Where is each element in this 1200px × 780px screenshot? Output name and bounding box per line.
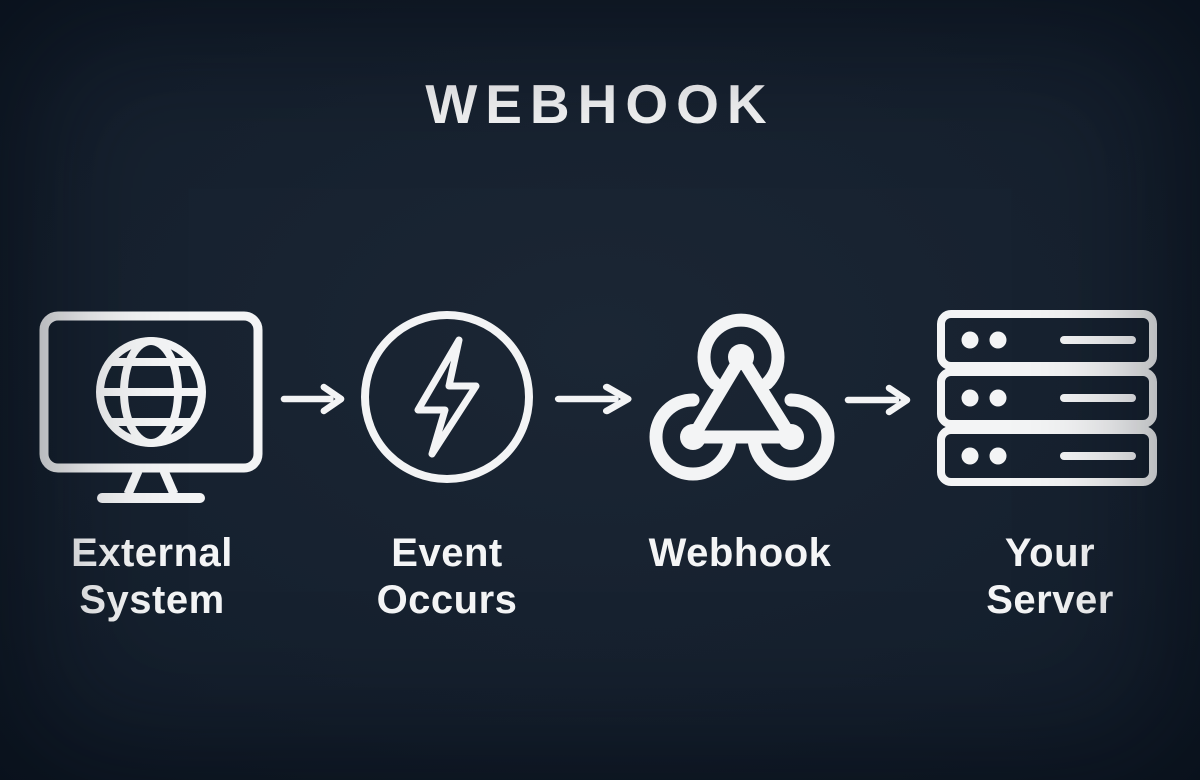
step-label-line: External: [71, 531, 233, 575]
arrow-right-icon: [844, 382, 914, 418]
arrow-right-icon: [280, 381, 348, 417]
step-label-event-occurs: Event Occurs: [297, 530, 597, 624]
step-label-your-server: Your Server: [900, 530, 1200, 624]
arrow-right-icon: [554, 381, 636, 417]
diagram-title: WEBHOOK: [425, 73, 775, 135]
monitor-globe-icon: [39, 311, 263, 503]
step-label-line: Webhook: [648, 531, 832, 575]
step-event-occurs: [357, 307, 537, 487]
step-label-line: System: [79, 578, 225, 622]
step-label-line: Event: [391, 531, 503, 575]
step-webhook: [645, 311, 837, 489]
step-label-webhook: Webhook: [590, 530, 890, 577]
step-label-line: Your: [1004, 531, 1096, 575]
step-external-system: [38, 310, 264, 506]
step-label-line: Occurs: [376, 578, 518, 622]
webhook-icon: [649, 313, 835, 481]
step-label-external-system: External System: [2, 530, 302, 624]
step-your-server: [936, 308, 1158, 494]
lightning-circle-icon: [361, 311, 533, 483]
step-label-line: Server: [986, 578, 1114, 622]
server-stack-icon: [937, 310, 1157, 486]
